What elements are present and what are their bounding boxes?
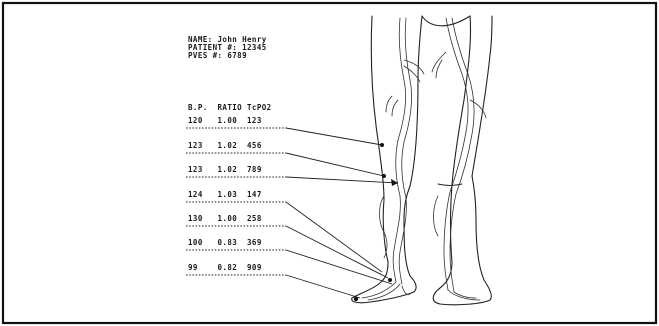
table-row: 124 1.03 147 <box>188 190 262 199</box>
measurement-site <box>354 297 358 301</box>
table-row: 130 1.00 258 <box>188 214 262 223</box>
table-row: 123 1.02 789 <box>188 165 262 174</box>
measurement-site <box>380 143 384 147</box>
table-row: 120 1.00 123 <box>188 116 262 125</box>
pves-number: PVES #: 6789 <box>188 51 247 60</box>
table-row: 99 0.82 909 <box>188 263 262 272</box>
measurement-site <box>388 278 392 282</box>
table-row: 100 0.83 369 <box>188 238 262 247</box>
table-header: B.P. RATIO TcPO2 <box>188 103 272 112</box>
measurement-site <box>382 174 386 178</box>
table-row: 123 1.02 456 <box>188 141 262 150</box>
